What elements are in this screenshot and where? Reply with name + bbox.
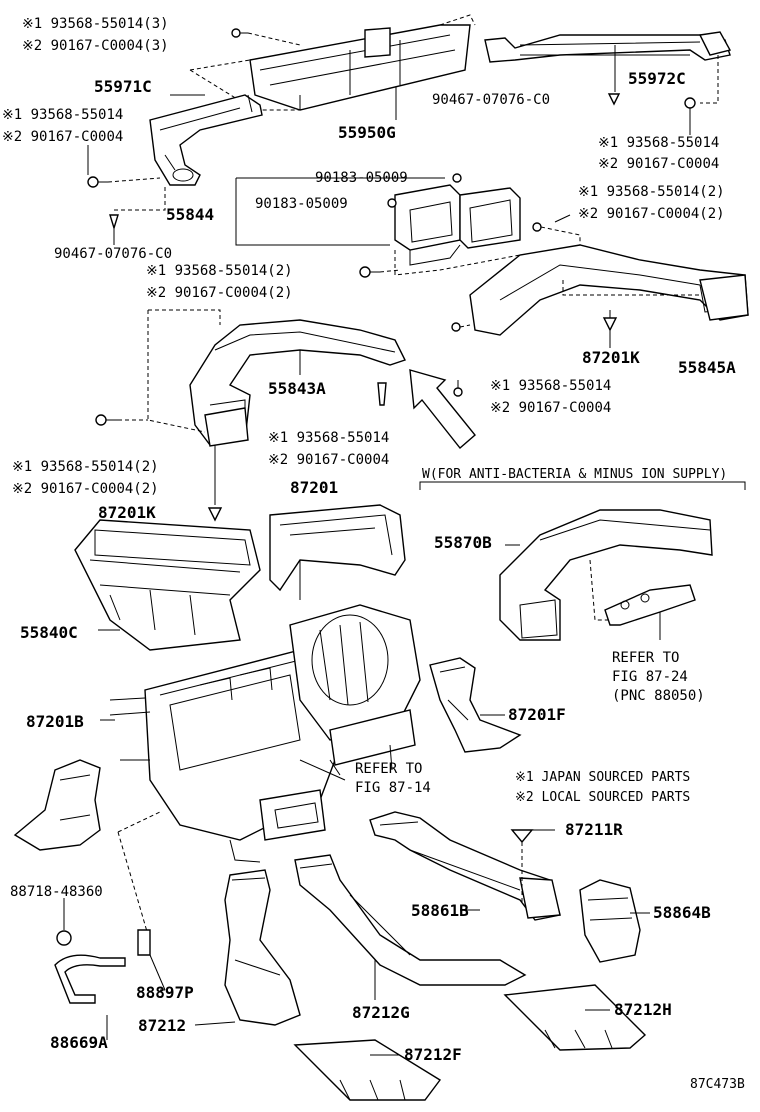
label-87212h: 87212H [614,1000,672,1019]
label-screw-1: ※1 93568-55014(3) [22,16,169,32]
label-87212f: 87212F [404,1045,462,1064]
label-note-1: ※1 JAPAN SOURCED PARTS [515,770,690,785]
label-screw-12: ※2 90167-C0004 [490,400,611,416]
screw-icon [453,380,463,397]
label-55950g: 55950G [338,123,396,142]
label-55843a: 55843A [268,379,326,398]
label-refer-1b: FIG 87-24 [612,669,688,685]
label-55840c: 55840C [20,623,78,642]
label-88897p: 88897P [136,983,194,1002]
label-screw-10: ※2 90167-C0004(2) [146,285,293,301]
leader-lines [98,87,650,1056]
label-refer-2a: REFER TO [355,761,422,777]
label-58861b: 58861B [411,901,469,920]
part-87212g [294,854,527,986]
label-screw-14: ※2 90167-C0004 [268,452,389,468]
label-55845a: 55845A [678,358,736,377]
part-58864b [579,879,641,963]
part-55845a [469,244,749,336]
label-87201f: 87201F [508,705,566,724]
label-note-2: ※2 LOCAL SOURCED PARTS [515,790,690,805]
label-screw-9: ※1 93568-55014(2) [146,263,293,279]
part-58861b [369,811,561,921]
part-55844 [394,184,521,266]
part-88897p [137,929,166,991]
label-screw-15: ※1 93568-55014(2) [12,459,159,475]
screw-icon [95,414,118,426]
label-90183-a: 90183-05009 [315,170,408,186]
label-90467-b: 90467-07076-C0 [54,246,172,262]
part-87212f [293,1039,442,1101]
label-87201: 87201 [290,478,338,497]
part-87212 [224,869,301,1026]
screw-icon [451,322,461,332]
label-87201b: 87201B [26,712,84,731]
screw-icon [684,97,696,109]
arrow-icon [409,369,476,450]
clip-icon [607,93,621,106]
screw-icon [387,173,462,208]
screw-icon [532,222,542,232]
screw-icon [377,382,387,406]
part-87201f [429,657,522,753]
clip-icon [602,317,618,332]
hvac-unit-assembly [109,604,421,863]
label-screw-6: ※2 90167-C0004 [598,156,719,172]
clip-icon [207,507,223,522]
label-screw-13: ※1 93568-55014 [268,430,389,446]
part-88669a-hose [54,954,126,1004]
label-88669a: 88669A [50,1033,108,1052]
label-55971c: 55971C [94,77,152,96]
label-87212g: 87212G [352,1003,410,1022]
part-88050-bracket [604,584,696,626]
clip-icon [109,214,119,231]
clip-icon [510,829,534,844]
label-87212: 87212 [138,1016,186,1035]
label-55870b: 55870B [434,533,492,552]
label-refer-1a: REFER TO [612,650,679,666]
clamp-icon [56,930,72,946]
label-refer-2b: FIG 87-14 [355,780,431,796]
label-88718: 88718-48360 [10,884,103,900]
screw-icon [231,28,248,38]
part-87212h [503,984,647,1051]
label-87211r: 87211R [565,820,623,839]
label-screw-11: ※1 93568-55014 [490,378,611,394]
part-55840c [74,519,261,651]
label-screw-16: ※2 90167-C0004(2) [12,481,159,497]
part-55843a [189,319,406,447]
label-screw-4: ※2 90167-C0004 [2,129,123,145]
part-87201b [13,759,101,851]
part-55972c [484,31,732,63]
label-55844: 55844 [166,205,214,224]
label-90183-b: 90183-05009 [255,196,348,212]
label-figure-code: 87C473B [690,1077,745,1092]
label-87201k-b: 87201K [98,503,156,522]
label-58864b: 58864B [653,903,711,922]
label-screw-5: ※1 93568-55014 [598,135,719,151]
screw-icon [359,266,380,278]
label-screw-8: ※2 90167-C0004(2) [578,206,725,222]
label-screw-2: ※2 90167-C0004(3) [22,38,169,54]
part-55971c [149,94,263,186]
part-55870b [499,509,713,641]
label-screw-3: ※1 93568-55014 [2,107,123,123]
label-55972c: 55972C [628,69,686,88]
label-screw-7: ※1 93568-55014(2) [578,184,725,200]
label-90467-a: 90467-07076-C0 [432,92,550,108]
label-87201k-a: 87201K [582,348,640,367]
label-refer-1c: (PNC 88050) [612,688,705,704]
screw-icon [87,176,108,188]
part-87201 [269,504,406,600]
label-w-note: W(FOR ANTI-BACTERIA & MINUS ION SUPPLY) [422,467,727,482]
